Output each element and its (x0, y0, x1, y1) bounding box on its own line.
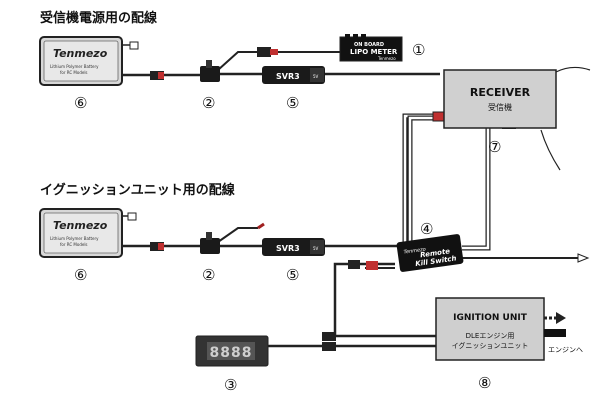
connector-lipo-red (270, 49, 278, 55)
display-digits: 8888 (210, 345, 253, 361)
battery-bottom-brand: Tenmezo (53, 219, 108, 232)
number-3: ③ (224, 376, 237, 394)
connector-top-a-red (158, 72, 164, 79)
lipo-brand: Tenmezo (377, 56, 396, 61)
number-2-top: ② (202, 94, 215, 112)
connector-bottom-a (150, 242, 164, 251)
engine-label: エンジンへ (548, 346, 583, 354)
ignition-unit: IGNITION UNIT DLEエンジン用 イグニッションユニット (435, 297, 545, 361)
kill-switch: Tenmezo Remote Kill Switch (396, 234, 464, 272)
svr-top-side: 5V (313, 74, 319, 79)
digital-display: 8888 (195, 335, 269, 367)
switch-bottom (200, 232, 220, 254)
number-6-bottom: ⑥ (74, 266, 87, 284)
number-1: ① (412, 41, 425, 59)
receiver: RECEIVER 受信機 (443, 69, 557, 129)
number-5-bottom: ⑤ (286, 266, 299, 284)
receiver-name: RECEIVER (470, 86, 531, 99)
receiver-kill-cable (400, 113, 510, 253)
battery-line2: for RC Models (60, 70, 88, 75)
engine-arrow: エンジンへ (544, 312, 583, 354)
lipo-line1: ON BOARD (354, 42, 384, 48)
section-title-receiver-power: 受信機電源用の配線 (40, 10, 158, 26)
number-8: ⑧ (478, 374, 491, 392)
ignition-sub1: DLEエンジン用 (466, 332, 515, 340)
connector-ign-b (322, 342, 336, 351)
lipo-line2: LIPO METER (350, 48, 398, 56)
battery-bottom: Tenmezo Lithium Polymer Battery for RC M… (39, 208, 137, 258)
section-title-ignition: イグニッションユニット用の配線 (40, 182, 236, 198)
battery-top: Tenmezo Lithium Polymer Battery for RC M… (39, 36, 139, 86)
lead-end (577, 253, 590, 263)
svr-top: SVR3 5V (262, 66, 325, 84)
svr-bottom: SVR3 5V (262, 238, 325, 256)
number-5-top: ⑤ (286, 94, 299, 112)
connector-top-a (150, 71, 164, 80)
connector-kill-b (366, 261, 378, 270)
connector-lipo (257, 47, 271, 57)
ignition-title: IGNITION UNIT (453, 313, 528, 323)
svr-top-label: SVR3 (276, 72, 300, 81)
switch-top (200, 60, 220, 82)
kill-brand: Tenmezo (403, 247, 426, 256)
svr-bottom-side: 5V (313, 246, 319, 251)
connector-kill-a (348, 260, 360, 269)
svr-bottom-label: SVR3 (276, 244, 300, 253)
lipo-meter: ON BOARD LIPO METER Tenmezo (339, 34, 403, 62)
connector-bottom-a-red (158, 243, 164, 250)
bottom-wires (118, 215, 580, 348)
number-4: ④ (420, 220, 433, 238)
top-wires (118, 44, 591, 171)
number-7: ⑦ (488, 138, 501, 156)
connector-ign-a (322, 332, 336, 341)
battery-bottom-line2: for RC Models (60, 242, 88, 247)
ignition-sub2: イグニッションユニット (452, 341, 529, 350)
number-6-top: ⑥ (74, 94, 87, 112)
battery-bottom-line1: Lithium Polymer Battery (50, 236, 99, 241)
receiver-sub: 受信機 (488, 102, 512, 112)
battery-line1: Lithium Polymer Battery (50, 64, 99, 69)
number-2-bottom: ② (202, 266, 215, 284)
battery-brand: Tenmezo (53, 47, 108, 60)
